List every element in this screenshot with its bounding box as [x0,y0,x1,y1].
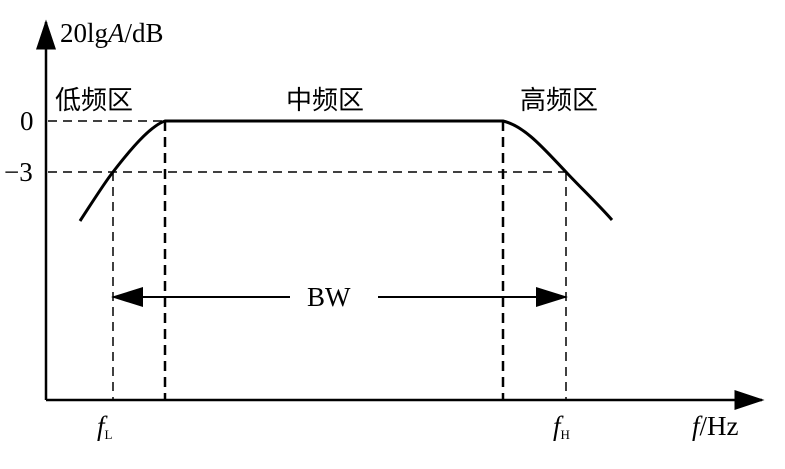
low-frequency-region-label: 低频区 [55,86,134,116]
y-tick-minus3: −3 [4,157,33,187]
bandwidth-label: BW [307,282,351,312]
y-tick-0: 0 [20,106,34,136]
x-axis-label: f/Hz [692,411,739,441]
mid-frequency-region-label: 中频区 [286,86,365,116]
f-low-label: fL [97,411,113,442]
high-frequency-region-label: 高频区 [520,86,599,116]
f-high-label: fH [553,411,570,442]
y-axis-label: 20lgA/dB [60,18,164,48]
response-curve [78,119,614,222]
